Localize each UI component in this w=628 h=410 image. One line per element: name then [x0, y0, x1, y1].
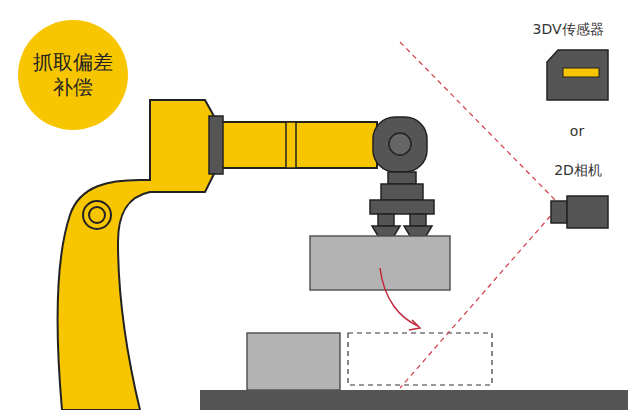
robot-wrist	[381, 184, 423, 200]
badge-circle: 抓取偏差 补偿	[18, 20, 128, 130]
joint	[389, 133, 411, 155]
arm-ring	[209, 116, 223, 174]
gripper	[370, 200, 434, 214]
robot-wrist	[388, 172, 416, 184]
robot-wrist	[373, 117, 427, 172]
offset-arrow	[409, 320, 420, 330]
table	[200, 390, 628, 410]
joint	[89, 207, 105, 223]
suction-pad	[404, 226, 432, 236]
arm-ring	[286, 122, 296, 168]
suction-pad	[372, 226, 400, 236]
sensor-slot	[563, 68, 599, 77]
camera-lens	[551, 201, 567, 223]
robot-lower-arm	[57, 100, 215, 410]
gripper-finger	[410, 214, 426, 226]
joint	[83, 201, 111, 229]
view-line	[400, 42, 560, 388]
3dv-sensor-icon	[547, 50, 608, 100]
2d-camera-icon	[567, 196, 608, 228]
held-box	[310, 236, 450, 290]
icon-label: 3DV传感器	[532, 21, 603, 39]
icon-label: or	[570, 123, 584, 139]
gripper-finger	[378, 214, 394, 226]
target-outline	[348, 333, 492, 385]
badge-text: 抓取偏差 补偿	[30, 50, 116, 100]
placed-box	[247, 333, 340, 390]
offset-arrow	[380, 268, 418, 326]
icon-label: 2D相机	[554, 162, 602, 180]
robot-upper-arm	[215, 122, 377, 168]
